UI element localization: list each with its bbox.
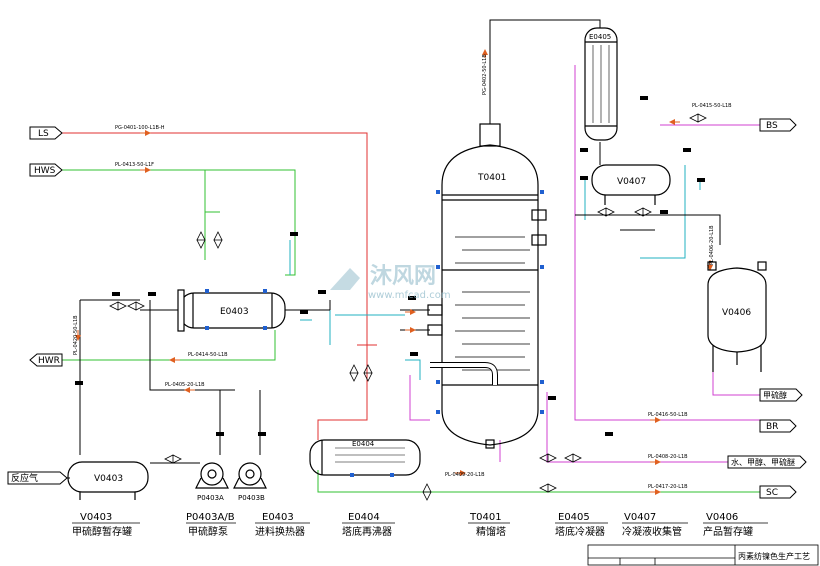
ls-label: LS bbox=[38, 129, 49, 139]
t0401-nozzle-marks bbox=[436, 190, 544, 414]
watermark-url: www.mfcad.com bbox=[368, 290, 451, 301]
methanol-out-label: 甲硫醇 bbox=[763, 390, 787, 400]
cooling-lines bbox=[289, 165, 701, 380]
sc-line-label: PL-0417-20-L1B bbox=[648, 484, 688, 490]
title-name: 精馏塔 bbox=[476, 525, 506, 538]
tank-v0406 bbox=[707, 261, 767, 372]
v0407-tag: V0407 bbox=[617, 177, 646, 187]
sc-connector bbox=[759, 485, 797, 499]
top-vapor-line-label: PG-0402-50-L1B bbox=[482, 54, 488, 95]
t0401-tag: T0401 bbox=[477, 173, 506, 183]
v0403-tag: V0403 bbox=[94, 474, 123, 484]
methanol-out-connector bbox=[759, 388, 803, 402]
bs-connector bbox=[759, 118, 797, 132]
reboiler-e0404 bbox=[309, 439, 421, 476]
title-code: E0405 bbox=[558, 512, 590, 523]
condenser-e0405 bbox=[584, 27, 618, 141]
feed-gas-connector bbox=[7, 471, 68, 485]
title-row-names: 甲硫醇暂存罐 甲硫醇泵 进料换热器 塔底再沸器 精馏塔 塔底冷凝器 冷凝液收集管… bbox=[72, 525, 753, 538]
exchanger-e0403 bbox=[177, 289, 286, 332]
e0404-nozzle-marks bbox=[350, 473, 394, 477]
e0403-nozzle-marks bbox=[205, 289, 267, 330]
title-name: 进料换热器 bbox=[255, 525, 305, 538]
hwr-line-label: PL-0414-50-L1B bbox=[188, 352, 228, 358]
hws-line bbox=[62, 169, 296, 276]
ls-steam-line bbox=[62, 132, 377, 440]
title-name: 产品暂存罐 bbox=[703, 525, 753, 538]
process-lines bbox=[62, 19, 721, 479]
title-code: V0403 bbox=[80, 512, 112, 523]
sc-label: SC bbox=[766, 488, 778, 498]
v0406-tag: V0406 bbox=[722, 308, 751, 318]
title-code: E0403 bbox=[262, 512, 294, 523]
title-row-codes: V0403 P0403A/B E0403 E0404 T0401 E0405 V… bbox=[80, 512, 738, 523]
water-line-label: PL-0408-20-L1B bbox=[648, 454, 688, 460]
offpage-connectors bbox=[7, 118, 807, 499]
title-name: 塔底再沸器 bbox=[342, 525, 392, 538]
column-t0401 bbox=[427, 123, 547, 449]
e0405-top-tag: E0405 bbox=[589, 33, 611, 41]
receiver-v0407 bbox=[591, 164, 671, 205]
watermark-brand: 沐风网 bbox=[370, 264, 436, 289]
title-code: V0406 bbox=[706, 512, 738, 523]
e0404-tag: E0404 bbox=[352, 440, 375, 448]
mfcad-logo-icon bbox=[330, 268, 360, 290]
hws-label: HWS bbox=[34, 166, 56, 176]
p0403b-tag: P0403B bbox=[238, 494, 265, 502]
hwr-line bbox=[62, 330, 276, 361]
tank-v0403 bbox=[67, 461, 149, 500]
instrument-tags bbox=[75, 96, 705, 436]
title-name: 冷凝液收集管 bbox=[622, 525, 682, 538]
title-code: T0401 bbox=[469, 512, 502, 523]
br-label: BR bbox=[766, 422, 778, 432]
pump-p0403a bbox=[195, 462, 229, 489]
hws-line-label: PL-0413-50-L1F bbox=[115, 162, 154, 168]
title-block bbox=[587, 544, 819, 566]
flow-arrows bbox=[75, 49, 713, 495]
bottom-line-label: PL-0409-20-L1B bbox=[445, 472, 485, 478]
p0403a-tag: P0403A bbox=[197, 494, 224, 502]
hwr-connector bbox=[29, 353, 63, 367]
title-code: V0407 bbox=[624, 512, 656, 523]
bs-line-label: PL-0415-50-L1B bbox=[692, 103, 732, 109]
ls-line-label: PG-0401-100-L1B-H bbox=[115, 125, 165, 131]
sc-line bbox=[317, 470, 760, 493]
title-name: 甲硫醇泵 bbox=[188, 525, 228, 538]
title-name: 塔底冷凝器 bbox=[555, 525, 605, 538]
title-code: P0403A/B bbox=[186, 512, 235, 523]
br-connector bbox=[759, 419, 797, 433]
valves bbox=[109, 113, 707, 501]
hws-connector bbox=[29, 163, 63, 177]
title-block-title: 丙素纺镍色生产工艺 bbox=[738, 551, 810, 561]
ls-connector bbox=[29, 126, 63, 140]
reflux-line-label: PL-0406-20-L1B bbox=[709, 225, 715, 265]
feed-gas-label: 反应气 bbox=[11, 472, 38, 484]
feed-line-label: PL-0420-50-L1B bbox=[73, 315, 79, 355]
title-name: 甲硫醇暂存罐 bbox=[72, 525, 132, 538]
water-out-label: 水、甲醇、甲硫醚 bbox=[731, 457, 795, 467]
title-code: E0404 bbox=[348, 512, 380, 523]
bs-label: BS bbox=[766, 121, 778, 131]
br-line-label: PL-0416-50-L1B bbox=[648, 412, 688, 418]
line-labels: PG-0401-100-L1B-H PL-0413-50-L1F PL-0414… bbox=[73, 54, 732, 490]
pump-line-label: PL-0405-20-L1B bbox=[165, 382, 205, 388]
water-out-connector bbox=[727, 455, 807, 469]
e0403-tag: E0403 bbox=[220, 307, 249, 317]
pump-p0403b bbox=[233, 462, 267, 489]
hwr-label: HWR bbox=[38, 356, 60, 366]
watermark: 沐风网 www.mfcad.com bbox=[330, 264, 451, 301]
